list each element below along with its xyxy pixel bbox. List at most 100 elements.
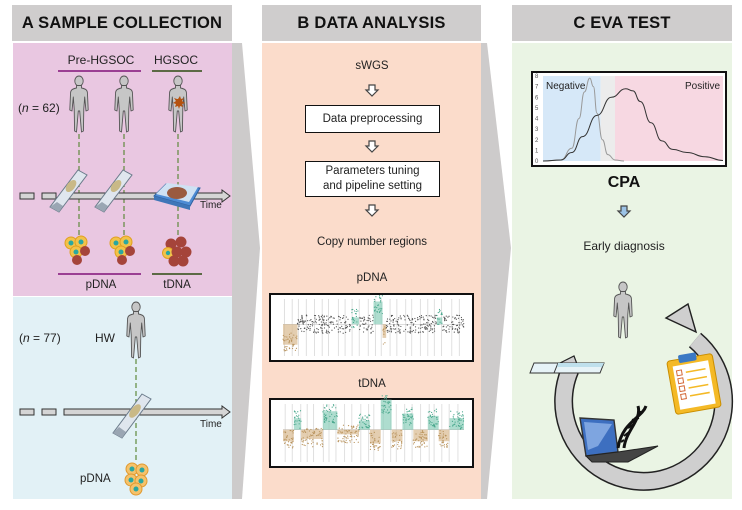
data-point [321, 330, 324, 332]
data-point [460, 322, 462, 324]
data-point [313, 321, 315, 323]
data-point [423, 431, 425, 434]
data-point [368, 414, 370, 416]
data-point [289, 444, 291, 446]
region-label-negative: Negative [546, 81, 586, 92]
data-point [458, 322, 460, 324]
data-point [364, 418, 366, 420]
data-point [344, 430, 346, 432]
data-point [320, 427, 322, 430]
data-point [389, 401, 391, 403]
data-point [432, 425, 434, 427]
data-point [428, 319, 430, 322]
data-point [367, 317, 369, 319]
data-point [284, 438, 286, 440]
data-point [352, 318, 355, 321]
data-point [462, 320, 464, 322]
data-point [462, 414, 464, 416]
data-point [418, 445, 420, 448]
data-point [362, 418, 364, 420]
gain-segment [373, 301, 383, 325]
data-point [458, 422, 461, 424]
person-hgsoc-icon [168, 75, 188, 133]
data-point [368, 319, 370, 322]
data-point [284, 350, 287, 352]
data-point [321, 438, 323, 440]
data-point [349, 440, 351, 442]
n-var: n [22, 101, 29, 115]
data-point [330, 315, 332, 317]
data-point [388, 401, 390, 403]
data-point [347, 425, 350, 427]
data-point [323, 316, 325, 318]
time-label: Time [200, 200, 222, 211]
data-point [313, 329, 316, 331]
data-point [310, 318, 312, 321]
data-point [438, 435, 440, 437]
data-point [312, 446, 314, 448]
data-point [409, 319, 411, 322]
data-point [287, 441, 290, 443]
data-point [435, 322, 437, 325]
data-point [386, 325, 389, 327]
data-point [444, 318, 446, 320]
data-point [383, 397, 386, 399]
data-point [347, 437, 349, 439]
data-point [299, 410, 302, 412]
data-point [458, 331, 460, 333]
data-point [380, 309, 382, 311]
data-point [366, 426, 368, 428]
data-point [320, 321, 322, 323]
data-point [329, 415, 331, 418]
data-point [453, 414, 455, 416]
data-point [283, 431, 285, 433]
data-point [320, 444, 322, 446]
data-point [408, 415, 410, 417]
data-point [452, 424, 454, 426]
data-point [433, 317, 435, 319]
data-point [421, 434, 423, 436]
data-point [406, 411, 408, 413]
timeline-arrow-icon[interactable] [18, 405, 233, 426]
data-point [379, 297, 381, 300]
data-point [347, 431, 349, 433]
data-point [442, 442, 444, 444]
data-point [433, 330, 436, 332]
data-point [311, 325, 314, 327]
data-point [359, 413, 361, 415]
data-point [437, 323, 439, 325]
data-point [303, 429, 306, 431]
data-point [318, 316, 320, 318]
y-tick-label: 3 [535, 127, 539, 133]
data-point [328, 408, 331, 411]
data-point [397, 322, 399, 324]
data-point [410, 417, 413, 419]
data-point [392, 435, 394, 437]
data-point [400, 447, 402, 450]
dna-icon [616, 405, 648, 449]
data-point [286, 436, 288, 438]
data-point [376, 445, 378, 447]
data-point [370, 442, 372, 444]
data-point [345, 316, 347, 318]
y-tick-label: 5 [535, 106, 539, 112]
data-point [327, 318, 329, 320]
data-point [321, 445, 324, 448]
data-point [410, 330, 412, 333]
data-point [310, 443, 313, 445]
data-point [288, 341, 290, 343]
data-point [462, 415, 464, 417]
data-point [414, 331, 416, 333]
data-point [386, 330, 388, 332]
data-point [392, 436, 394, 438]
data-point [463, 326, 465, 328]
data-point [344, 441, 347, 443]
data-point [386, 401, 388, 403]
data-point [311, 440, 313, 442]
data-point [392, 318, 395, 321]
data-point [296, 420, 298, 422]
data-point [297, 320, 300, 322]
data-point [342, 332, 344, 334]
data-point [413, 441, 415, 444]
data-point [332, 404, 335, 406]
